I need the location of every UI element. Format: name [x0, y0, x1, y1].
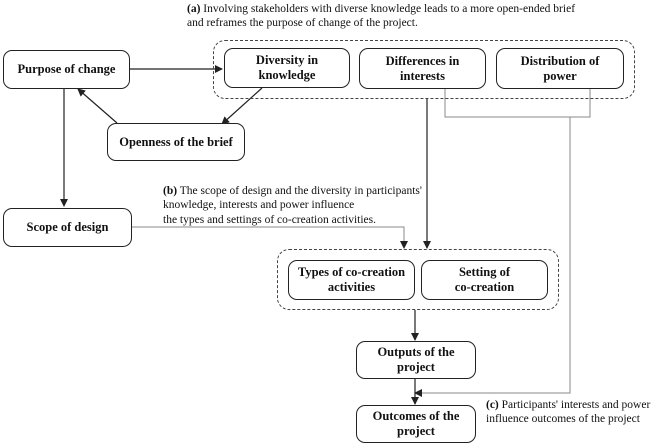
node-purpose-of-change-label: Purpose of change	[17, 62, 116, 76]
node-openness-of-the-brief[interactable]: Openness of the brief	[107, 123, 245, 161]
node-setting-of-cocreation[interactable]: Setting of co-creation	[421, 260, 548, 300]
node-types-of-cocreation-activities[interactable]: Types of co-creation activities	[288, 260, 415, 300]
node-outputs-of-the-project[interactable]: Outputs of the project	[356, 341, 476, 379]
node-setting-of-cocreation-label: Setting of co-creation	[454, 265, 515, 294]
annotation-a: (a) Involving stakeholders with diverse …	[187, 2, 627, 31]
node-differences-in-interests-label: Differences in interests	[385, 53, 460, 83]
node-distribution-of-power-label: Distribution of power	[520, 53, 600, 83]
knowledge-interests-power-group	[213, 40, 635, 99]
node-openness-of-the-brief-label: Openness of the brief	[119, 134, 233, 149]
annotation-b-text: The scope of design and the diversity in…	[163, 185, 422, 226]
node-outcomes-of-the-project[interactable]: Outcomes of the project	[356, 405, 476, 443]
annotation-c-label: (c)	[486, 399, 499, 411]
node-distribution-of-power[interactable]: Distribution of power	[496, 48, 624, 89]
annotation-c: (c) Participants' interests and power in…	[486, 398, 658, 427]
node-diversity-in-knowledge[interactable]: Diversity in knowledge	[224, 48, 350, 88]
arrow-openness-to-purpose	[77, 88, 118, 124]
node-outputs-of-the-project-label: Outputs of the project	[377, 345, 455, 374]
node-purpose-of-change[interactable]: Purpose of change	[3, 50, 130, 89]
node-types-of-cocreation-activities-label: Types of co-creation activities	[297, 265, 406, 294]
annotation-b-label: (b)	[163, 185, 178, 197]
node-scope-of-design-label: Scope of design	[26, 220, 109, 234]
annotation-b: (b) The scope of design and the diversit…	[163, 184, 493, 227]
annotation-c-text: Participants' interests and power influe…	[486, 399, 651, 426]
node-outcomes-of-the-project-label: Outcomes of the project	[372, 409, 460, 438]
arrow-scope-to-activity-group	[132, 226, 408, 249]
annotation-a-text: Involving stakeholders with diverse know…	[187, 3, 576, 30]
node-scope-of-design[interactable]: Scope of design	[3, 208, 132, 247]
node-diversity-in-knowledge-label: Diversity in knowledge	[255, 53, 319, 82]
annotation-a-label: (a)	[187, 3, 201, 15]
cocreation-activity-group	[277, 249, 559, 310]
arrow-diversity-to-openness	[221, 87, 263, 125]
node-differences-in-interests[interactable]: Differences in interests	[359, 48, 486, 89]
arrow-interests-power-to-outcomes	[415, 89, 591, 393]
